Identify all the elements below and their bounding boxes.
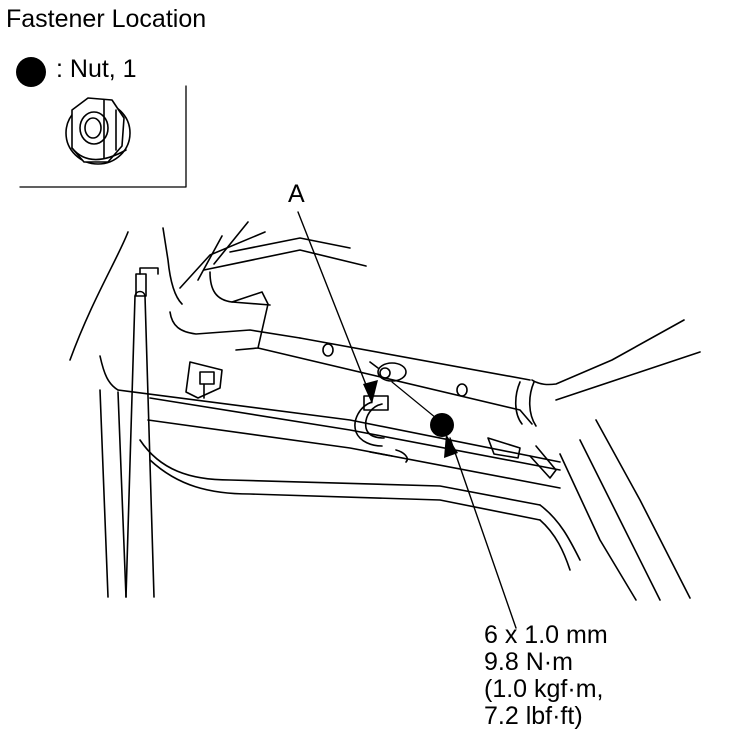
retainer-clip-left (185, 361, 223, 399)
flange-nut-icon (65, 97, 131, 165)
arrowhead-nut (444, 434, 458, 458)
callout-label-a: A (288, 180, 305, 208)
retainer-clip-right (487, 437, 557, 479)
leader-line-nut (449, 437, 517, 629)
legend-frame (19, 85, 187, 188)
bolt-stud (379, 367, 391, 379)
nut-guide-line (391, 381, 437, 419)
torque-spec: 6 x 1.0 mm 9.8 N·m (1.0 kgf·m, 7.2 lbf·f… (484, 622, 608, 730)
panel-hole-3 (377, 362, 407, 382)
support-strut (99, 267, 159, 598)
panel-hole-2 (456, 383, 468, 397)
panel-hole-1 (322, 343, 334, 357)
nut-location-marker (430, 413, 454, 437)
spec-size: 6 x 1.0 mm (484, 621, 608, 649)
spec-torque-kgfm: (1.0 kgf·m, (484, 675, 604, 703)
diagram-title: Fastener Location (6, 5, 207, 33)
arrowhead-a (363, 380, 378, 404)
spec-torque-nm: 9.8 N·m (484, 648, 573, 676)
leader-line-a (297, 211, 373, 401)
legend-label: : Nut, 1 (56, 55, 137, 83)
nut-symbol-icon (16, 57, 46, 87)
body-outline (69, 221, 701, 601)
hook-part-a (354, 395, 409, 463)
spec-torque-lbfft: 7.2 lbf·ft) (484, 702, 583, 730)
